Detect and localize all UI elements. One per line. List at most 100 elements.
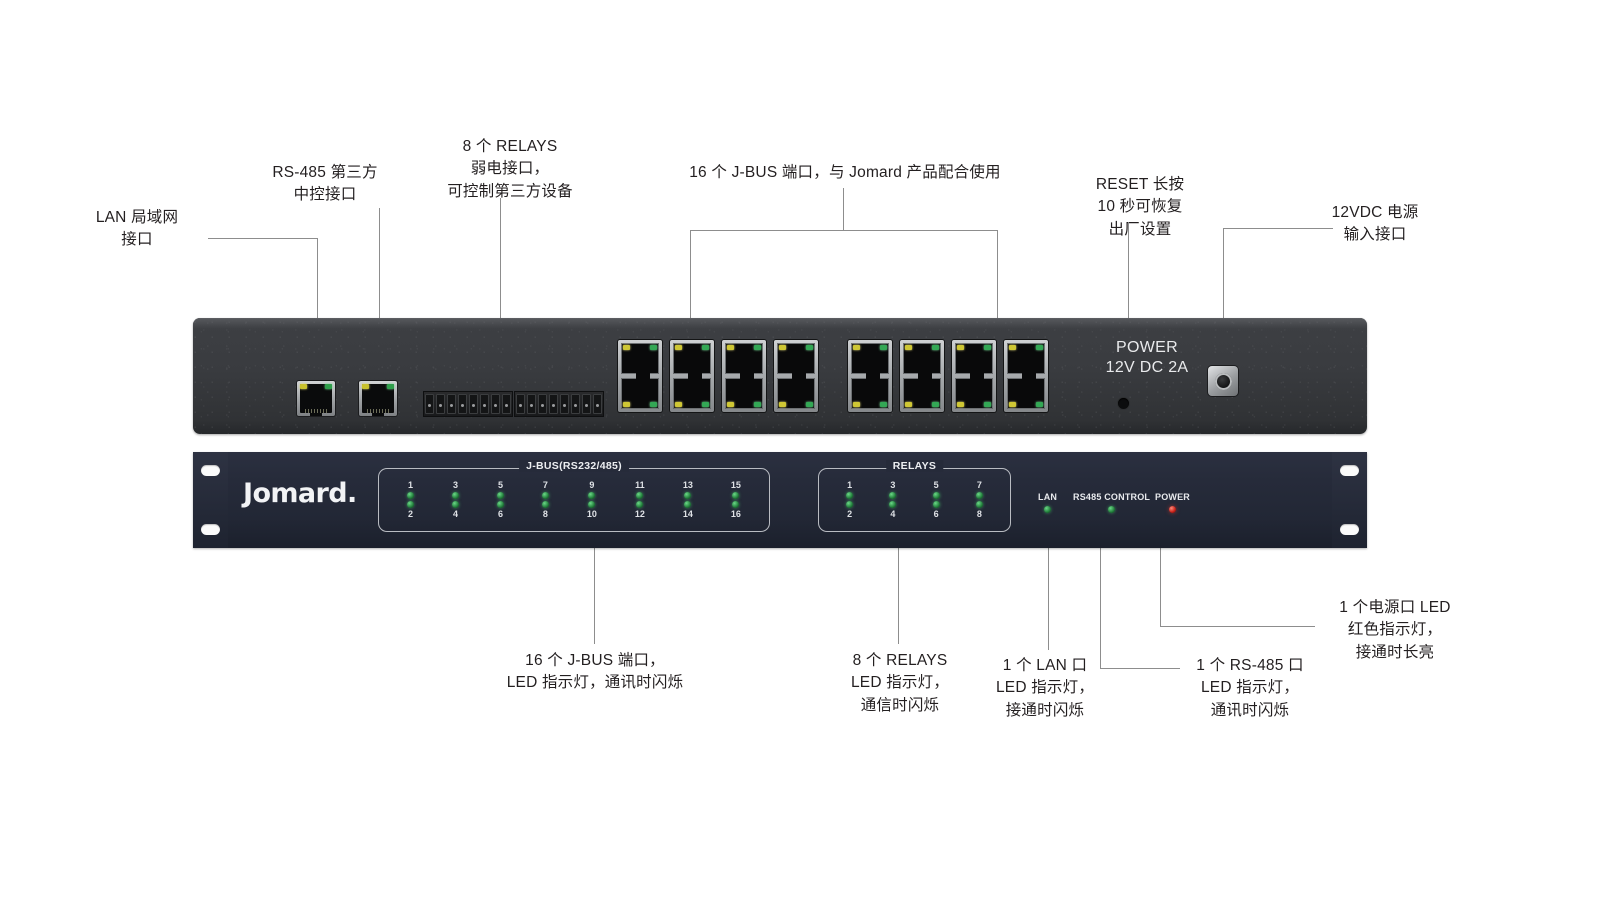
terminal-pin[interactable] (491, 394, 500, 414)
jbus-rj45-port[interactable] (673, 375, 711, 409)
lan-rj45-port[interactable] (297, 381, 335, 416)
lan-port-led-left-icon (300, 384, 307, 389)
rs485-port-led-right-icon (387, 384, 394, 389)
jbus-rj45-port[interactable] (621, 343, 659, 377)
leader-lan-vertical (317, 238, 318, 383)
jbus-rj45-port[interactable] (903, 375, 941, 409)
jbus-rj45-port[interactable] (955, 343, 993, 377)
jbus-rj45-port[interactable] (673, 343, 711, 377)
lan-port-pins (305, 409, 327, 413)
status-led-indicator (732, 501, 740, 508)
jbus-port-module[interactable] (722, 340, 766, 412)
status-led-indicator (588, 492, 596, 499)
jbus-rj45-port[interactable] (777, 343, 815, 377)
port-led-right-icon (806, 345, 813, 350)
leader-power-led-vertical (1160, 536, 1161, 626)
rack-slot-left-bottom (201, 524, 220, 535)
led-number-bottom: 2 (407, 509, 413, 519)
terminal-pin[interactable] (469, 394, 478, 414)
led-number-top: 11 (635, 480, 645, 490)
jbus-port-module[interactable] (670, 340, 714, 412)
status-led-indicator (846, 492, 854, 499)
leader-power-led-horizontal (1160, 626, 1315, 627)
port-led-right-icon (702, 402, 709, 407)
rack-slot-left-top (201, 465, 220, 476)
port-key (970, 375, 984, 384)
jbus-rj45-port[interactable] (1007, 375, 1045, 409)
terminal-pin[interactable] (516, 394, 525, 414)
leader-jbus-leds-vertical (594, 548, 595, 644)
brand-logo: Jomard. (243, 478, 357, 509)
terminal-pin[interactable] (593, 394, 602, 414)
terminal-pin[interactable] (582, 394, 591, 414)
port-key (866, 368, 880, 377)
jbus-rj45-port[interactable] (955, 375, 993, 409)
port-led-right-icon (932, 345, 939, 350)
jbus-port-module[interactable] (952, 340, 996, 412)
callout-rs485-led: 1 个 RS-485 口 LED 指示灯， 通讯时闪烁 (1196, 657, 1304, 719)
terminal-pin[interactable] (458, 394, 467, 414)
callout-jbus-leds: 16 个 J-BUS 端口， LED 指示灯，通讯时闪烁 (506, 652, 684, 692)
led-number-top: 9 (589, 480, 595, 490)
jbus-rj45-port[interactable] (621, 375, 659, 409)
terminal-pin[interactable] (549, 394, 558, 414)
led-number-bottom: 4 (452, 509, 458, 519)
status-led-rs485-control: RS485 CONTROL (1073, 492, 1150, 513)
status-led-indicator (496, 501, 504, 508)
port-led-right-icon (754, 402, 761, 407)
dc-power-jack[interactable] (1208, 366, 1238, 396)
port-key (792, 368, 806, 377)
jbus-rj45-port[interactable] (725, 343, 763, 377)
port-key (792, 375, 806, 384)
jbus-rj45-port[interactable] (903, 343, 941, 377)
jbus-rj45-port[interactable] (1007, 343, 1045, 377)
terminal-pin[interactable] (425, 394, 434, 414)
terminal-pin[interactable] (571, 394, 580, 414)
led-number-top: 1 (407, 480, 413, 490)
leader-dc-vertical (1223, 228, 1224, 366)
terminal-pin[interactable] (436, 394, 445, 414)
rs485-port-pins (367, 409, 389, 413)
status-led-indicator (1108, 506, 1116, 513)
jbus-rj45-port[interactable] (851, 375, 889, 409)
jbus-group-label: J-BUS(RS232/485) (519, 460, 629, 472)
jbus-port-module[interactable] (848, 340, 892, 412)
port-led-left-icon (905, 345, 912, 350)
leader-dc-horizontal (1223, 228, 1333, 229)
relay-terminal-block-group-b[interactable] (515, 392, 603, 416)
port-led-right-icon (702, 345, 709, 350)
terminal-pin[interactable] (527, 394, 536, 414)
jbus-port-module[interactable] (1004, 340, 1048, 412)
jbus-port-module[interactable] (900, 340, 944, 412)
callout-relay-leds: 8 个 RELAYS LED 指示灯， 通信时闪烁 (850, 652, 950, 714)
terminal-pin[interactable] (538, 394, 547, 414)
leader-jbus-span (690, 230, 997, 231)
reset-pinhole-button[interactable] (1118, 398, 1129, 409)
leader-lan-horizontal (208, 238, 318, 239)
jbus-port-module[interactable] (618, 340, 662, 412)
rs485-rj45-port[interactable] (359, 381, 397, 416)
relay-terminal-block-group-a[interactable] (424, 392, 512, 416)
terminal-pin[interactable] (447, 394, 456, 414)
jbus-rj45-port[interactable] (725, 375, 763, 409)
port-key (636, 368, 650, 377)
led-number-top: 15 (730, 480, 741, 490)
status-led-indicator (636, 492, 644, 499)
status-led-indicator (732, 492, 740, 499)
port-key (740, 375, 754, 384)
terminal-pin[interactable] (560, 394, 569, 414)
port-key (636, 375, 650, 384)
jbus-rj45-port[interactable] (777, 375, 815, 409)
jbus-rj45-port[interactable] (851, 343, 889, 377)
jbus-port-module[interactable] (774, 340, 818, 412)
port-led-left-icon (957, 345, 964, 350)
terminal-pin[interactable] (480, 394, 489, 414)
terminal-pin[interactable] (502, 394, 511, 414)
